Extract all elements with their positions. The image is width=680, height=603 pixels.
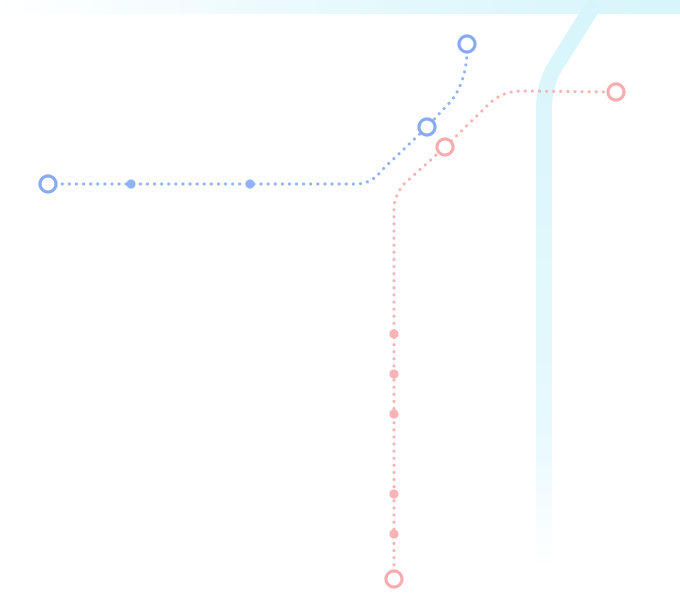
pink-line-stop[interactable]: [389, 489, 399, 499]
blue-line-stations: [38, 34, 477, 194]
pink-line-terminal-south[interactable]: [384, 569, 404, 589]
pink-line-stop[interactable]: [389, 529, 399, 539]
river-top-band: [0, 0, 680, 14]
pink-line-stations: [384, 82, 626, 589]
pink-line-terminal-east[interactable]: [606, 82, 626, 102]
blue-line-stop[interactable]: [245, 179, 255, 189]
blue-line-track[interactable]: [46, 42, 469, 186]
blue-line[interactable]: [46, 42, 469, 186]
blue-line-terminal-west[interactable]: [38, 174, 58, 194]
river: [0, 0, 680, 573]
blue-line-interchange[interactable]: [417, 117, 437, 137]
pink-line-stop[interactable]: [389, 409, 399, 419]
pink-line[interactable]: [392, 89, 618, 581]
pink-line-stop[interactable]: [389, 369, 399, 379]
blue-line-terminal-north[interactable]: [457, 34, 477, 54]
pink-line-interchange[interactable]: [435, 137, 455, 157]
river-channel: [536, 0, 600, 573]
pink-line-stop[interactable]: [389, 329, 399, 339]
pink-line-track[interactable]: [392, 89, 618, 581]
blue-line-stop[interactable]: [126, 179, 136, 189]
